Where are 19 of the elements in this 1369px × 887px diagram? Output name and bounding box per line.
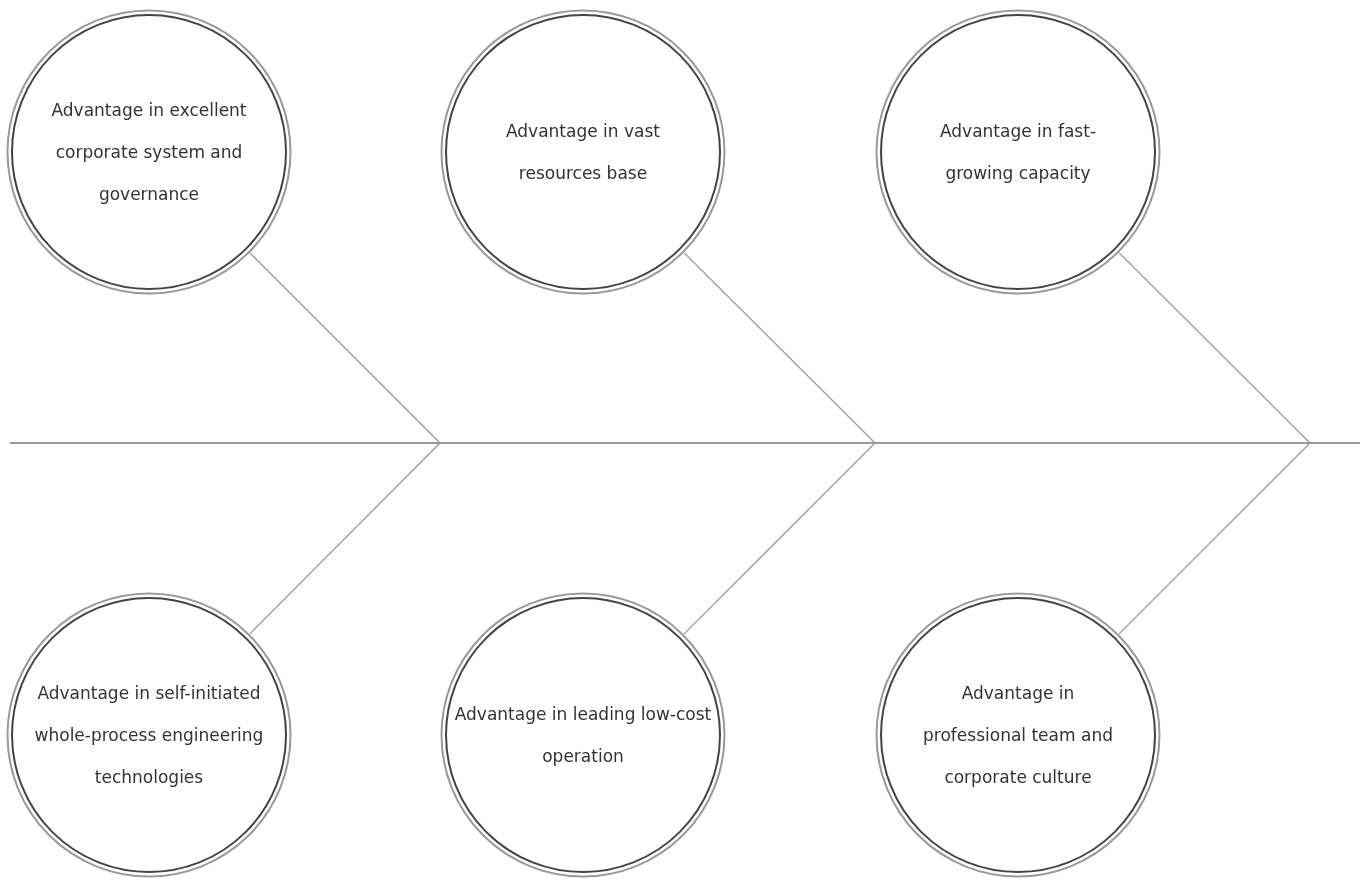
advantage-label: Advantage in excellent corporate system and governance <box>50 99 248 206</box>
advantage-label: Advantage in vast resources base <box>505 120 661 185</box>
advantage-circle <box>6 9 292 295</box>
advantage-circle <box>440 592 726 878</box>
advantage-circle <box>6 592 292 878</box>
advantage-label: Advantage in professional team and corporate culture <box>922 682 1114 789</box>
advantage-circle <box>440 9 726 295</box>
connector-line <box>249 442 441 635</box>
connector-line <box>1118 252 1311 444</box>
advantage-label: Advantage in self-initiated whole-process engineering technologies <box>33 682 265 789</box>
advantage-circle <box>875 9 1161 295</box>
connector-line <box>1118 442 1311 635</box>
connector-line <box>249 252 441 444</box>
connector-line <box>683 252 876 444</box>
advantage-circle <box>875 592 1161 878</box>
advantage-label: Advantage in leading low-cost operation <box>453 703 713 768</box>
connector-line <box>683 442 876 635</box>
advantage-label: Advantage in fast-growing capacity <box>938 120 1098 185</box>
spine-line <box>10 442 1360 444</box>
